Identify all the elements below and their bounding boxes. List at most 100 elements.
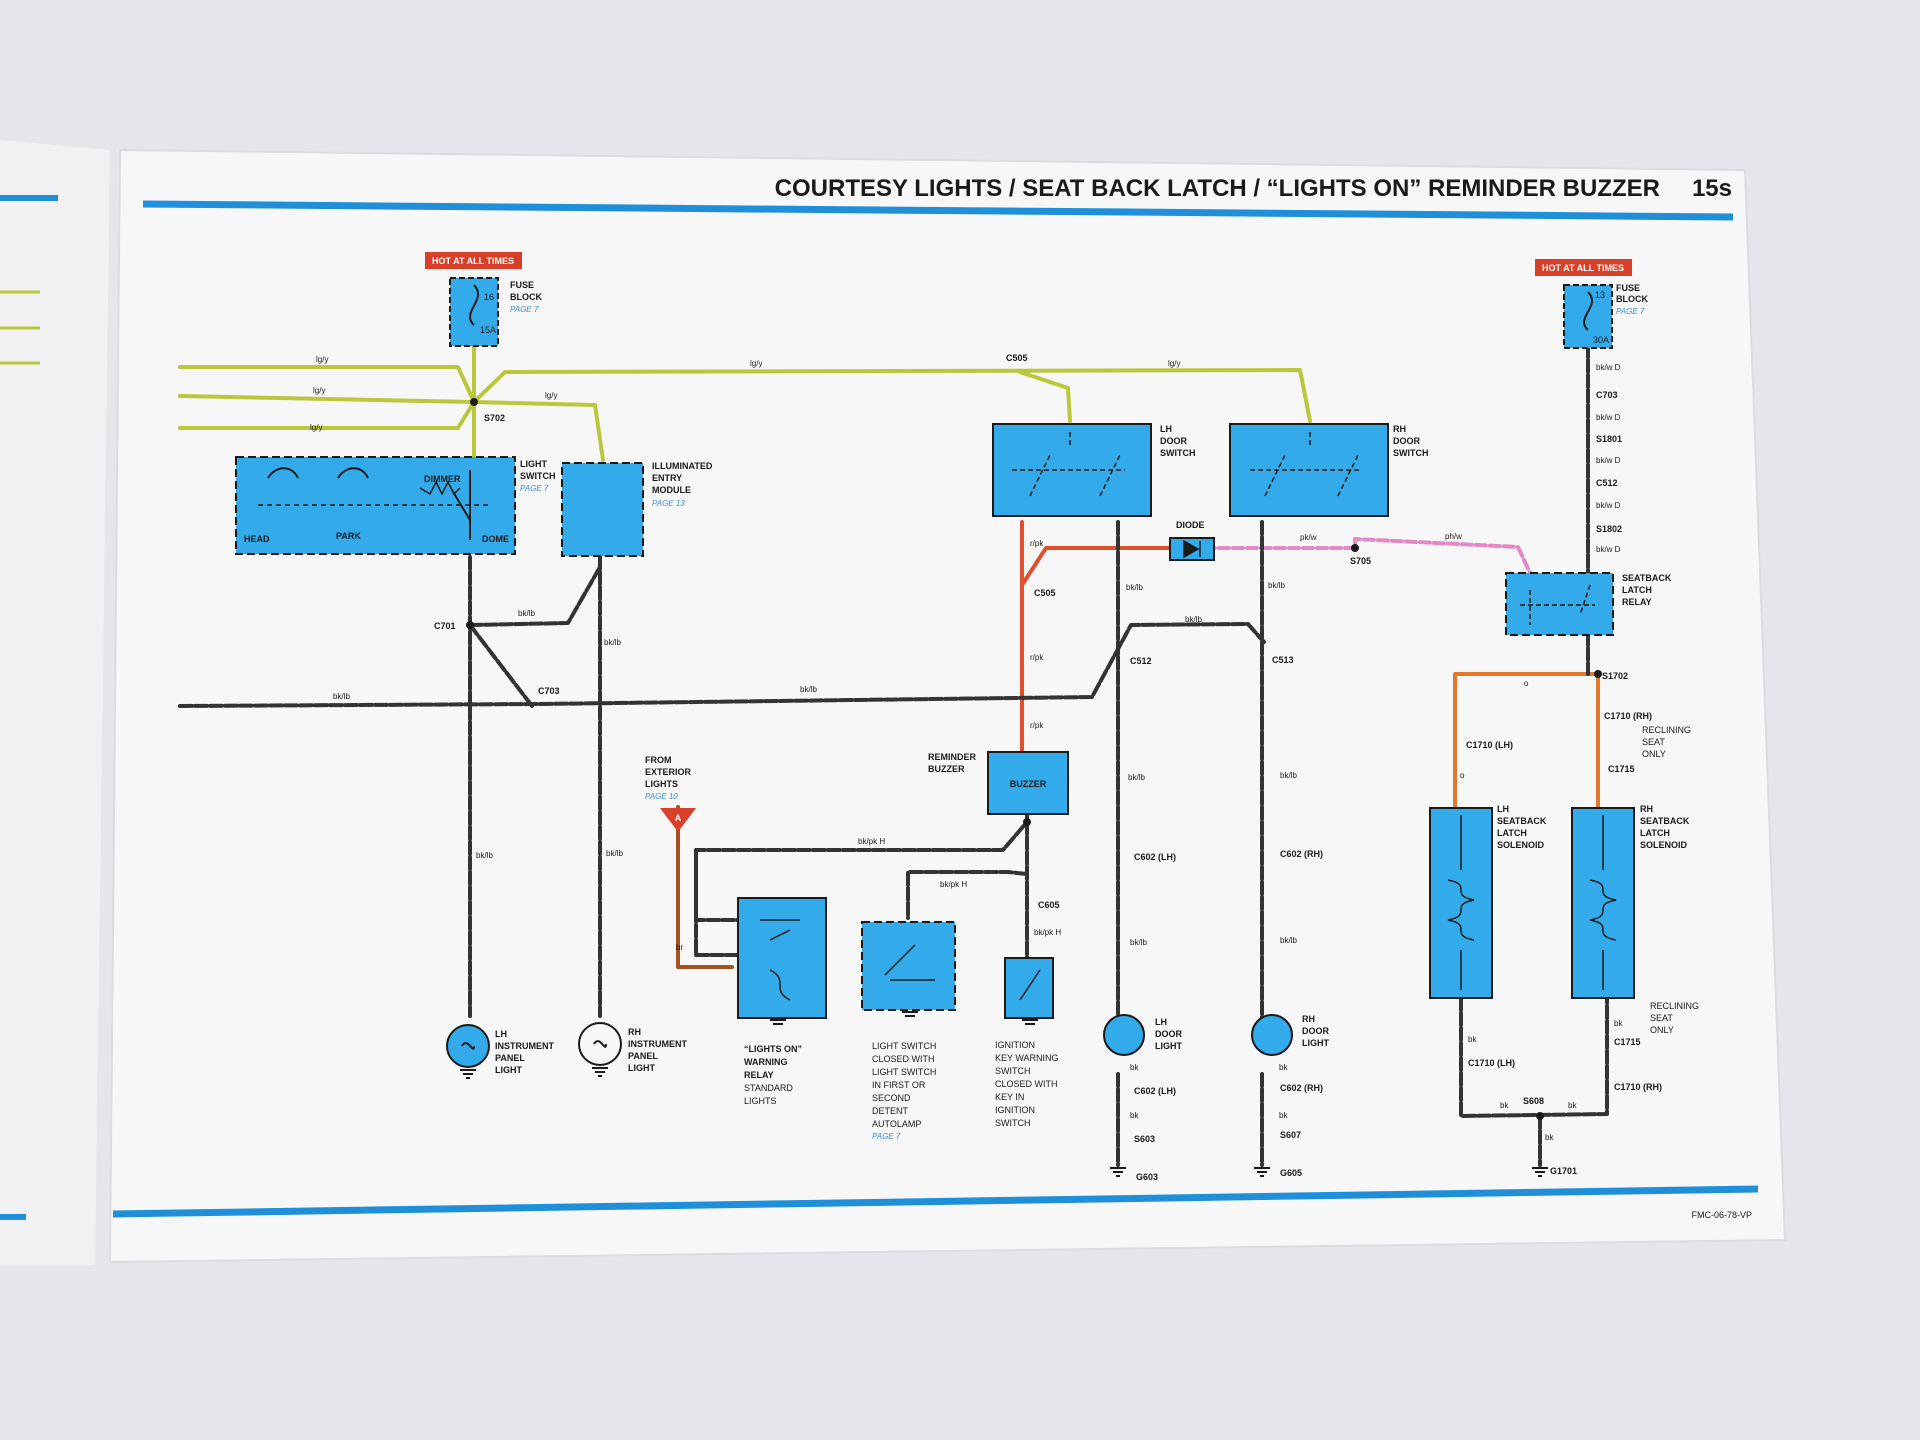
svg-text:DETENT: DETENT [872,1106,909,1116]
svg-text:ph/w: ph/w [1445,532,1462,541]
svg-text:bk/w D: bk/w D [1596,363,1621,372]
rh-door-switch: RH DOOR SWITCH [1229,423,1429,517]
svg-text:bk/lb: bk/lb [476,851,493,860]
svg-text:CLOSED WITH: CLOSED WITH [995,1079,1058,1089]
svg-text:BLOCK: BLOCK [510,292,542,302]
svg-text:C1715: C1715 [1608,764,1635,774]
lh-door-light: LH DOOR LIGHT [1103,1014,1183,1056]
svg-text:G605: G605 [1280,1168,1302,1178]
svg-text:lg/y: lg/y [545,391,557,400]
left-page-edge [0,140,110,1265]
svg-text:bk/lb: bk/lb [518,609,535,618]
svg-text:C605: C605 [1038,900,1060,910]
svg-text:lg/y: lg/y [1168,359,1180,368]
svg-text:C703: C703 [1596,390,1618,400]
svg-text:LH: LH [495,1029,507,1039]
svg-text:SWITCH: SWITCH [995,1066,1031,1076]
svg-text:A: A [675,813,682,823]
svg-text:LATCH: LATCH [1622,585,1652,595]
svg-text:15A: 15A [480,325,496,335]
svg-text:CLOSED WITH: CLOSED WITH [872,1054,935,1064]
svg-text:r/pk: r/pk [1030,653,1044,662]
svg-text:C505: C505 [1006,353,1028,363]
svg-text:ENTRY: ENTRY [652,473,682,483]
svg-text:SEATBACK: SEATBACK [1497,816,1547,826]
svg-text:SWITCH: SWITCH [995,1118,1031,1128]
svg-text:PAGE 7: PAGE 7 [510,305,539,314]
svg-text:BUZZER: BUZZER [928,764,965,774]
svg-text:PANEL: PANEL [628,1051,658,1061]
svg-text:DOOR: DOOR [1393,436,1421,446]
from-exterior-lights: A FROM EXTERIOR LIGHTS PAGE 10 [645,755,696,832]
svg-text:SEAT: SEAT [1642,737,1665,747]
svg-text:bk/pk H: bk/pk H [940,880,967,889]
svg-text:LIGHT SWITCH: LIGHT SWITCH [872,1067,936,1077]
svg-text:KEY WARNING: KEY WARNING [995,1053,1059,1063]
svg-text:BLOCK: BLOCK [1616,294,1648,304]
reclining-seat-note-2: RECLINING SEAT ONLY [1650,1001,1699,1035]
svg-text:bk/lb: bk/lb [1130,938,1147,947]
connector-labels: C505 S702 C701 C703 C505 S705 C512 C513 … [434,353,1662,1182]
svg-text:S702: S702 [484,413,505,423]
svg-text:PAGE 7: PAGE 7 [520,484,549,493]
svg-text:bk: bk [1545,1133,1554,1142]
svg-text:bk/w D: bk/w D [1596,545,1621,554]
svg-text:bk/w D: bk/w D [1596,456,1621,465]
svg-text:PAGE 7: PAGE 7 [872,1132,901,1141]
svg-text:DIMMER: DIMMER [424,474,461,484]
svg-text:PAGE 7: PAGE 7 [1616,307,1645,316]
svg-text:bk: bk [1614,1019,1623,1028]
splice-points [466,398,1602,1120]
svg-text:bk/lb: bk/lb [333,692,350,701]
svg-text:bk/lb: bk/lb [1280,771,1297,780]
svg-text:RECLINING: RECLINING [1650,1001,1699,1011]
svg-text:DOOR: DOOR [1160,436,1188,446]
svg-text:“LIGHTS ON”: “LIGHTS ON” [744,1044,802,1054]
wire-lgy-2 [178,394,476,404]
svg-text:bk/pk H: bk/pk H [858,837,885,846]
svg-text:bk/lb: bk/lb [1268,581,1285,590]
svg-text:bk/lb: bk/lb [1126,583,1143,592]
svg-text:S705: S705 [1350,556,1371,566]
svg-text:RH: RH [628,1027,641,1037]
illuminated-entry-module: ILLUMINATED ENTRY MODULE PAGE 13 [561,461,713,557]
svg-text:LH: LH [1160,424,1172,434]
svg-text:bk: bk [1500,1101,1509,1110]
svg-text:lg/y: lg/y [310,423,322,432]
svg-text:S1702: S1702 [1602,671,1628,681]
svg-text:MODULE: MODULE [652,485,691,495]
svg-text:SEAT: SEAT [1650,1013,1673,1023]
svg-text:G1701: G1701 [1550,1166,1577,1176]
svg-text:C703: C703 [538,686,560,696]
svg-text:RH: RH [1640,804,1653,814]
svg-text:bk: bk [1568,1101,1577,1110]
svg-text:pk/w: pk/w [1300,533,1317,542]
reclining-seat-note-1: RECLINING SEAT ONLY [1642,725,1691,759]
svg-text:RELAY: RELAY [1622,597,1652,607]
svg-text:SOLENOID: SOLENOID [1640,840,1688,850]
hot-badge-right [1535,259,1632,276]
ground-symbols [460,1011,1548,1177]
svg-text:bk/lb: bk/lb [1128,773,1145,782]
svg-text:RH: RH [1302,1014,1315,1024]
svg-text:r/pk: r/pk [1030,539,1044,548]
diode: DIODE [1169,520,1215,561]
svg-text:C1710 (LH): C1710 (LH) [1468,1058,1515,1068]
fuse-block-right: 13 30A FUSE BLOCK PAGE 7 [1563,283,1648,349]
svg-text:bk: bk [1130,1111,1139,1120]
svg-text:PAGE 10: PAGE 10 [645,792,678,801]
svg-text:C1710 (RH): C1710 (RH) [1614,1082,1662,1092]
svg-text:C505: C505 [1034,588,1056,598]
svg-text:IGNITION: IGNITION [995,1040,1035,1050]
svg-text:IN FIRST OR: IN FIRST OR [872,1080,926,1090]
svg-text:SEATBACK: SEATBACK [1640,816,1690,826]
svg-text:RELAY: RELAY [744,1070,774,1080]
svg-text:LATCH: LATCH [1640,828,1670,838]
rh-seatback-latch-solenoid: RH SEATBACK LATCH SOLENOID [1571,804,1690,999]
svg-text:S1802: S1802 [1596,524,1622,534]
fuse-block-left: 16 15A FUSE BLOCK PAGE 7 [449,277,542,347]
svg-text:PARK: PARK [336,531,361,541]
svg-text:lg/y: lg/y [316,355,328,364]
wires [178,343,1609,1167]
svg-text:DOME: DOME [482,534,509,544]
